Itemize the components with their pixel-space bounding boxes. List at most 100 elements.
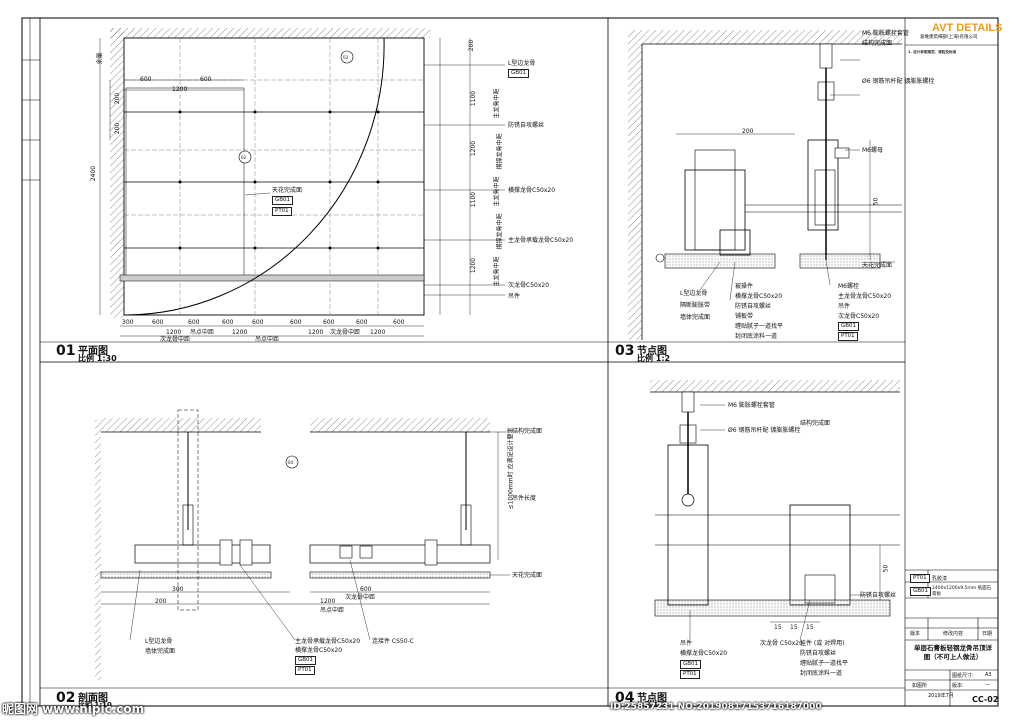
node04-callout: 防锈自攻螺丝 (860, 592, 897, 599)
plan-dim-bottom2: 1200 (166, 329, 182, 336)
panel-01-number: 01 (56, 343, 76, 359)
plan-right-label: 横撑龙骨中距 (496, 213, 504, 250)
node04-callout: 挂件 (或 对焊用) (800, 640, 845, 647)
node03-callout: 缠贴腻子一道找平 (735, 323, 784, 330)
plan-dim-left-small: 200 (114, 122, 122, 135)
node04-callout: 次龙骨 C50x20 (760, 640, 803, 647)
date: 2019年7月 (928, 693, 954, 699)
titleblock-lines (904, 18, 998, 706)
plan-dim-label: 次龙骨中距 (160, 336, 191, 343)
node03-callout: 隔断膨胀带 (680, 302, 711, 309)
plan-dim-right: 1200 (470, 140, 478, 157)
node03-callout: 铺板带 (735, 313, 754, 320)
node03-dim: 50 (872, 197, 880, 206)
ratio: 如图所 (912, 683, 928, 689)
brand-company: 爱唯建筑细部(上海)有限公司 (920, 35, 978, 40)
plan-dim-bottom2: 1200 (232, 329, 248, 336)
legend-code: PT01 (910, 574, 930, 583)
node04-callout: Ø6 钢筋吊杆配 镀膨胀螺栓 (728, 427, 801, 434)
panel-01-title: 平面图 (78, 346, 108, 357)
plan-dim-bottom: 600 (323, 319, 335, 326)
node04-dim: 50 (882, 564, 890, 573)
section-vertical-note: ≤1000mm时 应满足设计要求 (507, 427, 515, 510)
notes-header: 1. 设计参照规范、规程及标准 (908, 50, 957, 54)
plan-dim-right: 200 (468, 39, 476, 52)
panel-02-number: 02 (56, 690, 76, 706)
watermark-right: ID:25857231 NO:20190817153716187000 (610, 702, 822, 712)
node04-callout: 横撑龙骨C50x20 (680, 650, 728, 657)
version: — (985, 682, 990, 688)
node03-callout: M6螺栓 (838, 283, 859, 290)
rev-header: 日期 (982, 631, 993, 637)
node03-callout: L型边龙骨 (680, 290, 708, 297)
section-view (95, 409, 510, 680)
panel-03-title: 节点图 (637, 346, 667, 357)
plan-dim-bottom: 600 (152, 319, 164, 326)
section-callout: 墙体完成面 (145, 648, 176, 655)
node03-callout: 横撑龙骨C50x20 (735, 293, 783, 300)
node03-callout: M6螺母 (862, 147, 883, 154)
plan-right-label: 横撑龙骨中距 (496, 133, 504, 170)
sheet-number: CC-02 (972, 695, 999, 704)
node03-callout: 结构完成面 (862, 40, 893, 47)
plan-view (99, 28, 505, 337)
plan-dim-bottom: 600 (393, 319, 405, 326)
section-tag: PT01 (295, 666, 315, 675)
legend-code: GB01 (910, 587, 932, 596)
plan-dim: 600 (140, 76, 152, 83)
panel-03-scale: 比例 1:2 (637, 354, 671, 363)
plan-dim-left: 2400 (90, 165, 98, 182)
section-dim-label: 吊点中距 (320, 607, 345, 614)
node04-dim: 15 (806, 624, 814, 631)
plan-callout: 吊件 (508, 293, 521, 300)
node-03-view (628, 30, 902, 340)
plan-tag: PT01 (272, 207, 292, 216)
node03-tag: GB01 (838, 322, 860, 331)
section-callout: 天花完成面 (512, 572, 543, 579)
plan-callout: 天花完成面 (272, 187, 303, 194)
node04-dim: 15 (774, 624, 782, 631)
node03-callout: 主龙骨龙骨C50x20 (838, 293, 892, 300)
node03-callout: Ø6 钢筋吊杆配 镀膨胀螺栓 (862, 78, 935, 85)
panel-04-scale: 比例 1:2 (637, 701, 666, 709)
node04-callout: 缠贴腻子一道找平 (800, 660, 849, 667)
plan-tag: GB01 (508, 69, 530, 78)
node03-callout: 次龙骨C50x20 (838, 313, 880, 320)
section-dim: 1200 (320, 598, 336, 605)
drawing-title: 单层石膏板轻钢龙骨吊顶详图（不可上人做法） (914, 644, 992, 661)
node04-callout: 吊件 (680, 640, 693, 647)
panel-01-scale: 比例 1:30 (78, 354, 117, 363)
section-callout: 吊件长度 (512, 495, 537, 502)
node03-tag: PT01 (838, 332, 858, 341)
section-dim: 300 (172, 586, 184, 593)
plan-side-label: 余量 (96, 52, 104, 65)
paper-size: A3 (985, 672, 992, 678)
node03-callout: 被操件 (735, 283, 754, 290)
plan-right-label: 主龙骨中距 (493, 176, 501, 207)
node03-callout: 防锈自攻螺丝 (735, 303, 772, 310)
node03-callout: M6 膨胀螺栓套管 (862, 30, 909, 37)
plan-dim-bottom2: 1200 (308, 329, 324, 336)
node04-tag: GB01 (680, 660, 702, 669)
plan-dim-right: 1100 (470, 191, 478, 208)
plan-dim-bottom: 600 (356, 319, 368, 326)
brand-logo: AVT DETAILS (932, 22, 1003, 34)
panel-02-scale: 比例 1:10 (78, 701, 112, 709)
plan-tag: GB01 (272, 196, 294, 205)
plan-dim: 600 (200, 76, 212, 83)
plan-right-label: 主龙骨中距 (493, 256, 501, 287)
node03-dim: 200 (742, 128, 754, 135)
panel-04-number: 04 (615, 690, 635, 706)
section-callout: L型边龙骨 (145, 638, 173, 645)
node04-tag: PT01 (680, 670, 700, 679)
plan-right-label: 主龙骨中距 (493, 88, 501, 119)
panel-03-number: 03 (615, 343, 635, 359)
section-callout: 横撑龙骨C50x20 (295, 647, 343, 654)
node04-callout: 封闭底涂料一道 (800, 670, 843, 677)
node-04-view (650, 380, 900, 641)
plan-callout: 防锈自攻螺丝 (508, 122, 545, 129)
plan-dim-right: 1200 (470, 257, 478, 274)
section-tag: GB01 (295, 656, 317, 665)
node03-callout: 封闭底涂料一道 (735, 333, 778, 340)
node04-dim: 15 (790, 624, 798, 631)
